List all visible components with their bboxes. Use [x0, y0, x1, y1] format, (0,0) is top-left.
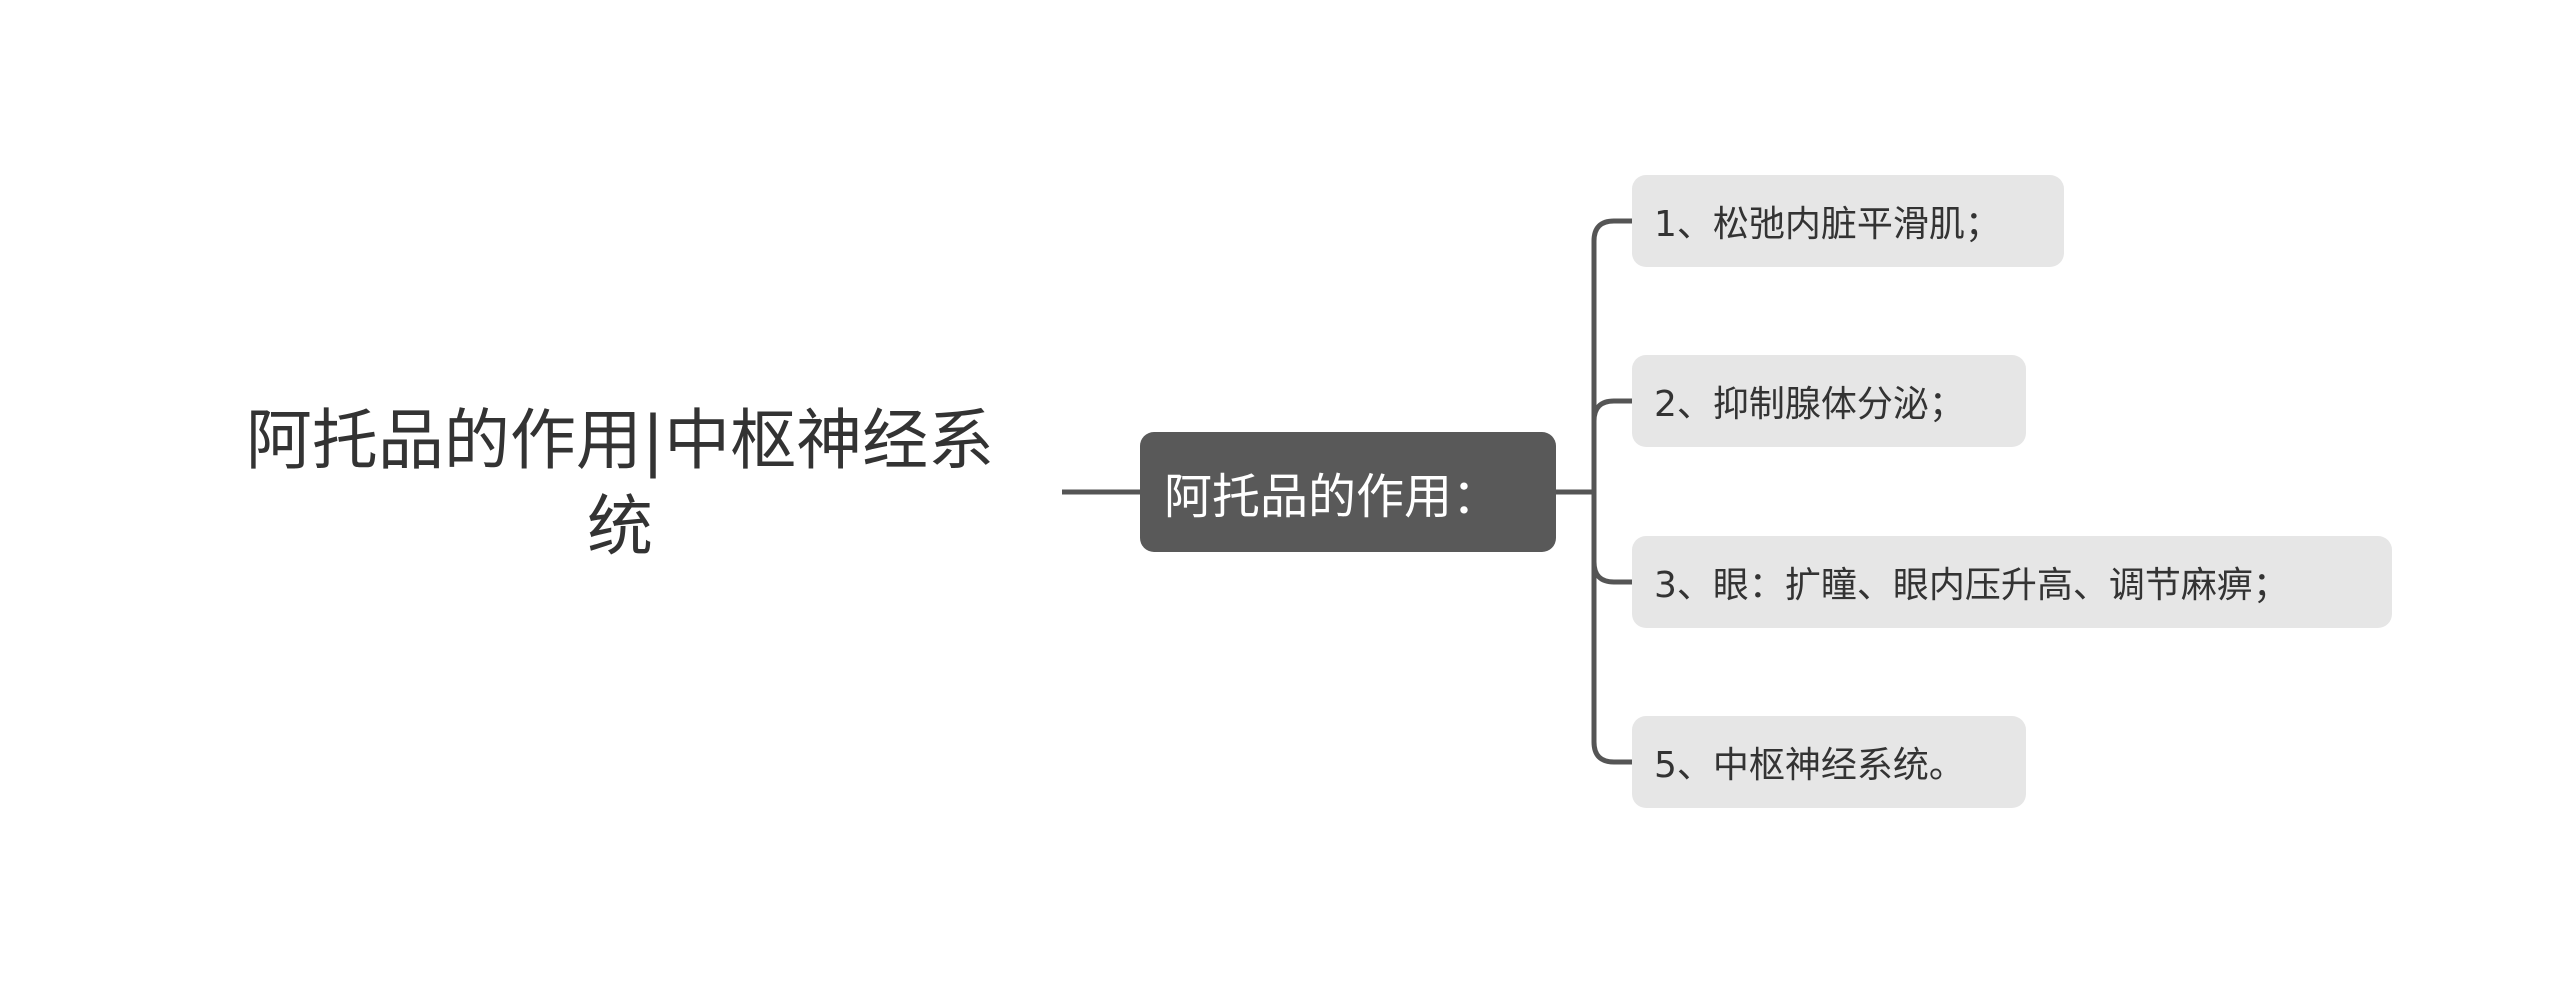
- branch-connector-2: [1591, 398, 1632, 492]
- subtopic-label-3: 3、眼：扩瞳、眼内压升高、调节麻痹；: [1654, 565, 2289, 606]
- subtopic-label-4: 5、中枢神经系统。: [1654, 745, 1965, 786]
- subtopic-node-1[interactable]: 1、松弛内脏平滑肌；: [1632, 175, 2064, 267]
- root-topic-title: 阿托品的作用|中枢神经系 统: [245, 402, 995, 565]
- subtopic-node-4[interactable]: 5、中枢神经系统。: [1632, 716, 2026, 808]
- main-topic-label: 阿托品的作用：: [1164, 469, 1501, 525]
- branch-connector-1: [1591, 218, 1632, 492]
- branch-connector-4: [1591, 492, 1632, 765]
- branch-connector-3: [1591, 492, 1632, 585]
- subtopic-label-1: 1、松弛内脏平滑肌；: [1654, 204, 2001, 245]
- subtopic-node-2[interactable]: 2、抑制腺体分泌；: [1632, 355, 2026, 447]
- subtopic-label-2: 2、抑制腺体分泌；: [1654, 384, 1965, 425]
- main-topic-node[interactable]: 阿托品的作用：: [1140, 432, 1556, 552]
- subtopic-node-3[interactable]: 3、眼：扩瞳、眼内压升高、调节麻痹；: [1632, 536, 2392, 628]
